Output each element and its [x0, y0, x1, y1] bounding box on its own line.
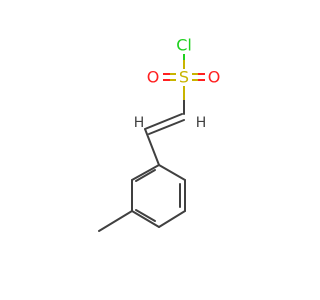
oxygen-right-label: O [208, 68, 221, 87]
sulfur-label: S [179, 68, 189, 87]
oxygen-left-label: O [147, 68, 160, 87]
vinyl-double-bond-outer [144, 113, 183, 130]
ring-inner-bond-2 [135, 209, 156, 222]
benzene-ring [131, 164, 186, 228]
ring-bond-6 [131, 164, 160, 181]
structure-canvas: Cl S O O H H [98, 36, 221, 232]
ring-bond-1 [158, 164, 186, 181]
ring-bond-3 [158, 210, 186, 228]
hydrogen-alpha-label: H [196, 115, 207, 131]
vinyl-double-bond-inner [148, 119, 185, 135]
methyl-bond [98, 210, 133, 232]
ring-bond-4 [131, 210, 160, 228]
chlorine-label: Cl [176, 36, 192, 55]
ring-vinyl-bond [144, 128, 160, 166]
ring-inner-bond-3 [135, 169, 156, 182]
molecule-structure: Cl S O O H H [98, 36, 221, 232]
hydrogen-beta-label: H [134, 115, 145, 131]
